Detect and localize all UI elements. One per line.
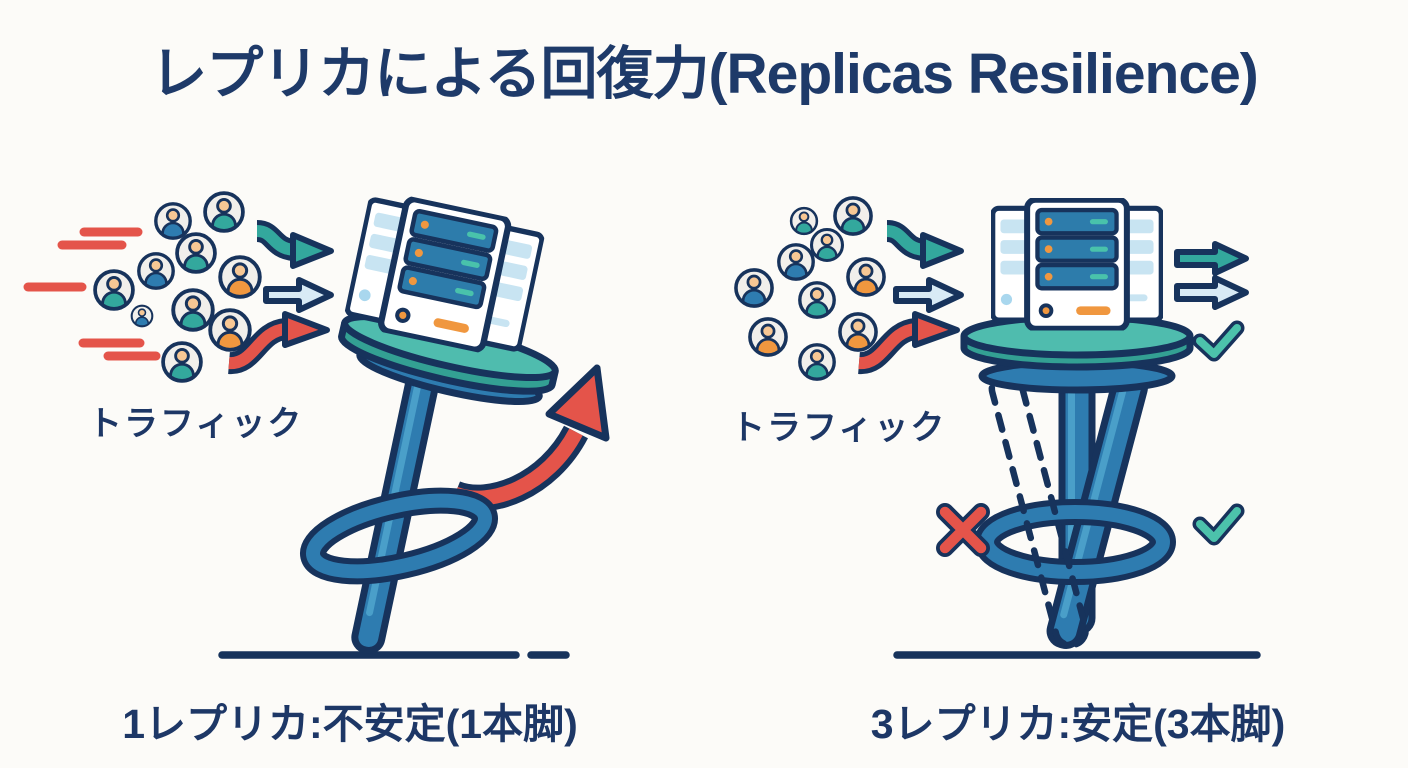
traffic-arrows-left bbox=[228, 220, 334, 374]
user-avatar-icon bbox=[736, 270, 772, 312]
user-avatar-icon bbox=[835, 198, 871, 240]
three-leg-stool bbox=[936, 200, 1194, 649]
user-avatar-icon bbox=[95, 271, 133, 315]
caption-three-replicas: 3レプリカ:安定(3本脚) bbox=[870, 701, 1286, 747]
traffic-label-left: トラフィック bbox=[88, 405, 304, 443]
caption-single-replica: 1レプリカ:不安定(1本脚) bbox=[122, 701, 578, 747]
lightblue-straight-arrow-icon bbox=[893, 277, 964, 313]
traffic-arrows-right bbox=[858, 220, 964, 374]
teal-output-arrow-icon bbox=[1174, 241, 1249, 276]
user-avatar-icon bbox=[139, 254, 173, 294]
user-avatar-icon bbox=[173, 290, 213, 336]
user-avatar-icon bbox=[848, 259, 884, 301]
user-avatar-icon bbox=[800, 283, 834, 323]
lightblue-output-arrow-icon bbox=[1174, 275, 1249, 310]
user-avatar-icon bbox=[791, 208, 817, 238]
one-leg-stool bbox=[299, 190, 559, 654]
user-avatar-icon bbox=[220, 257, 260, 303]
stool-seat-tilted bbox=[338, 312, 559, 406]
user-avatar-icon bbox=[779, 245, 813, 285]
teal-curved-arrow-icon bbox=[255, 220, 334, 269]
server-stack-icon bbox=[993, 200, 1162, 329]
check-icon bbox=[1192, 503, 1245, 546]
output-arrows-right bbox=[1174, 241, 1249, 310]
failed-leg-x-icon bbox=[936, 503, 990, 557]
user-avatar-icon bbox=[750, 319, 786, 361]
check-icon bbox=[1192, 320, 1245, 362]
traffic-label-right: トラフィック bbox=[731, 409, 947, 447]
user-avatar-icon bbox=[800, 345, 834, 385]
user-avatar-icon bbox=[163, 343, 201, 387]
footrest-ring bbox=[299, 487, 499, 585]
user-avatar-icon bbox=[205, 193, 243, 237]
user-avatar-icon bbox=[177, 234, 215, 278]
speed-lines-icon bbox=[23, 227, 161, 361]
diagram-title: レプリカによる回復力(Replicas Resilience) bbox=[150, 42, 1259, 106]
teal-curved-arrow-icon bbox=[885, 220, 964, 269]
user-avatar-icon bbox=[812, 230, 843, 266]
red-curved-arrow-icon bbox=[228, 311, 330, 374]
lightblue-straight-arrow-icon bbox=[263, 277, 334, 313]
user-avatar-icon bbox=[132, 306, 153, 330]
red-curved-arrow-icon bbox=[858, 311, 960, 374]
